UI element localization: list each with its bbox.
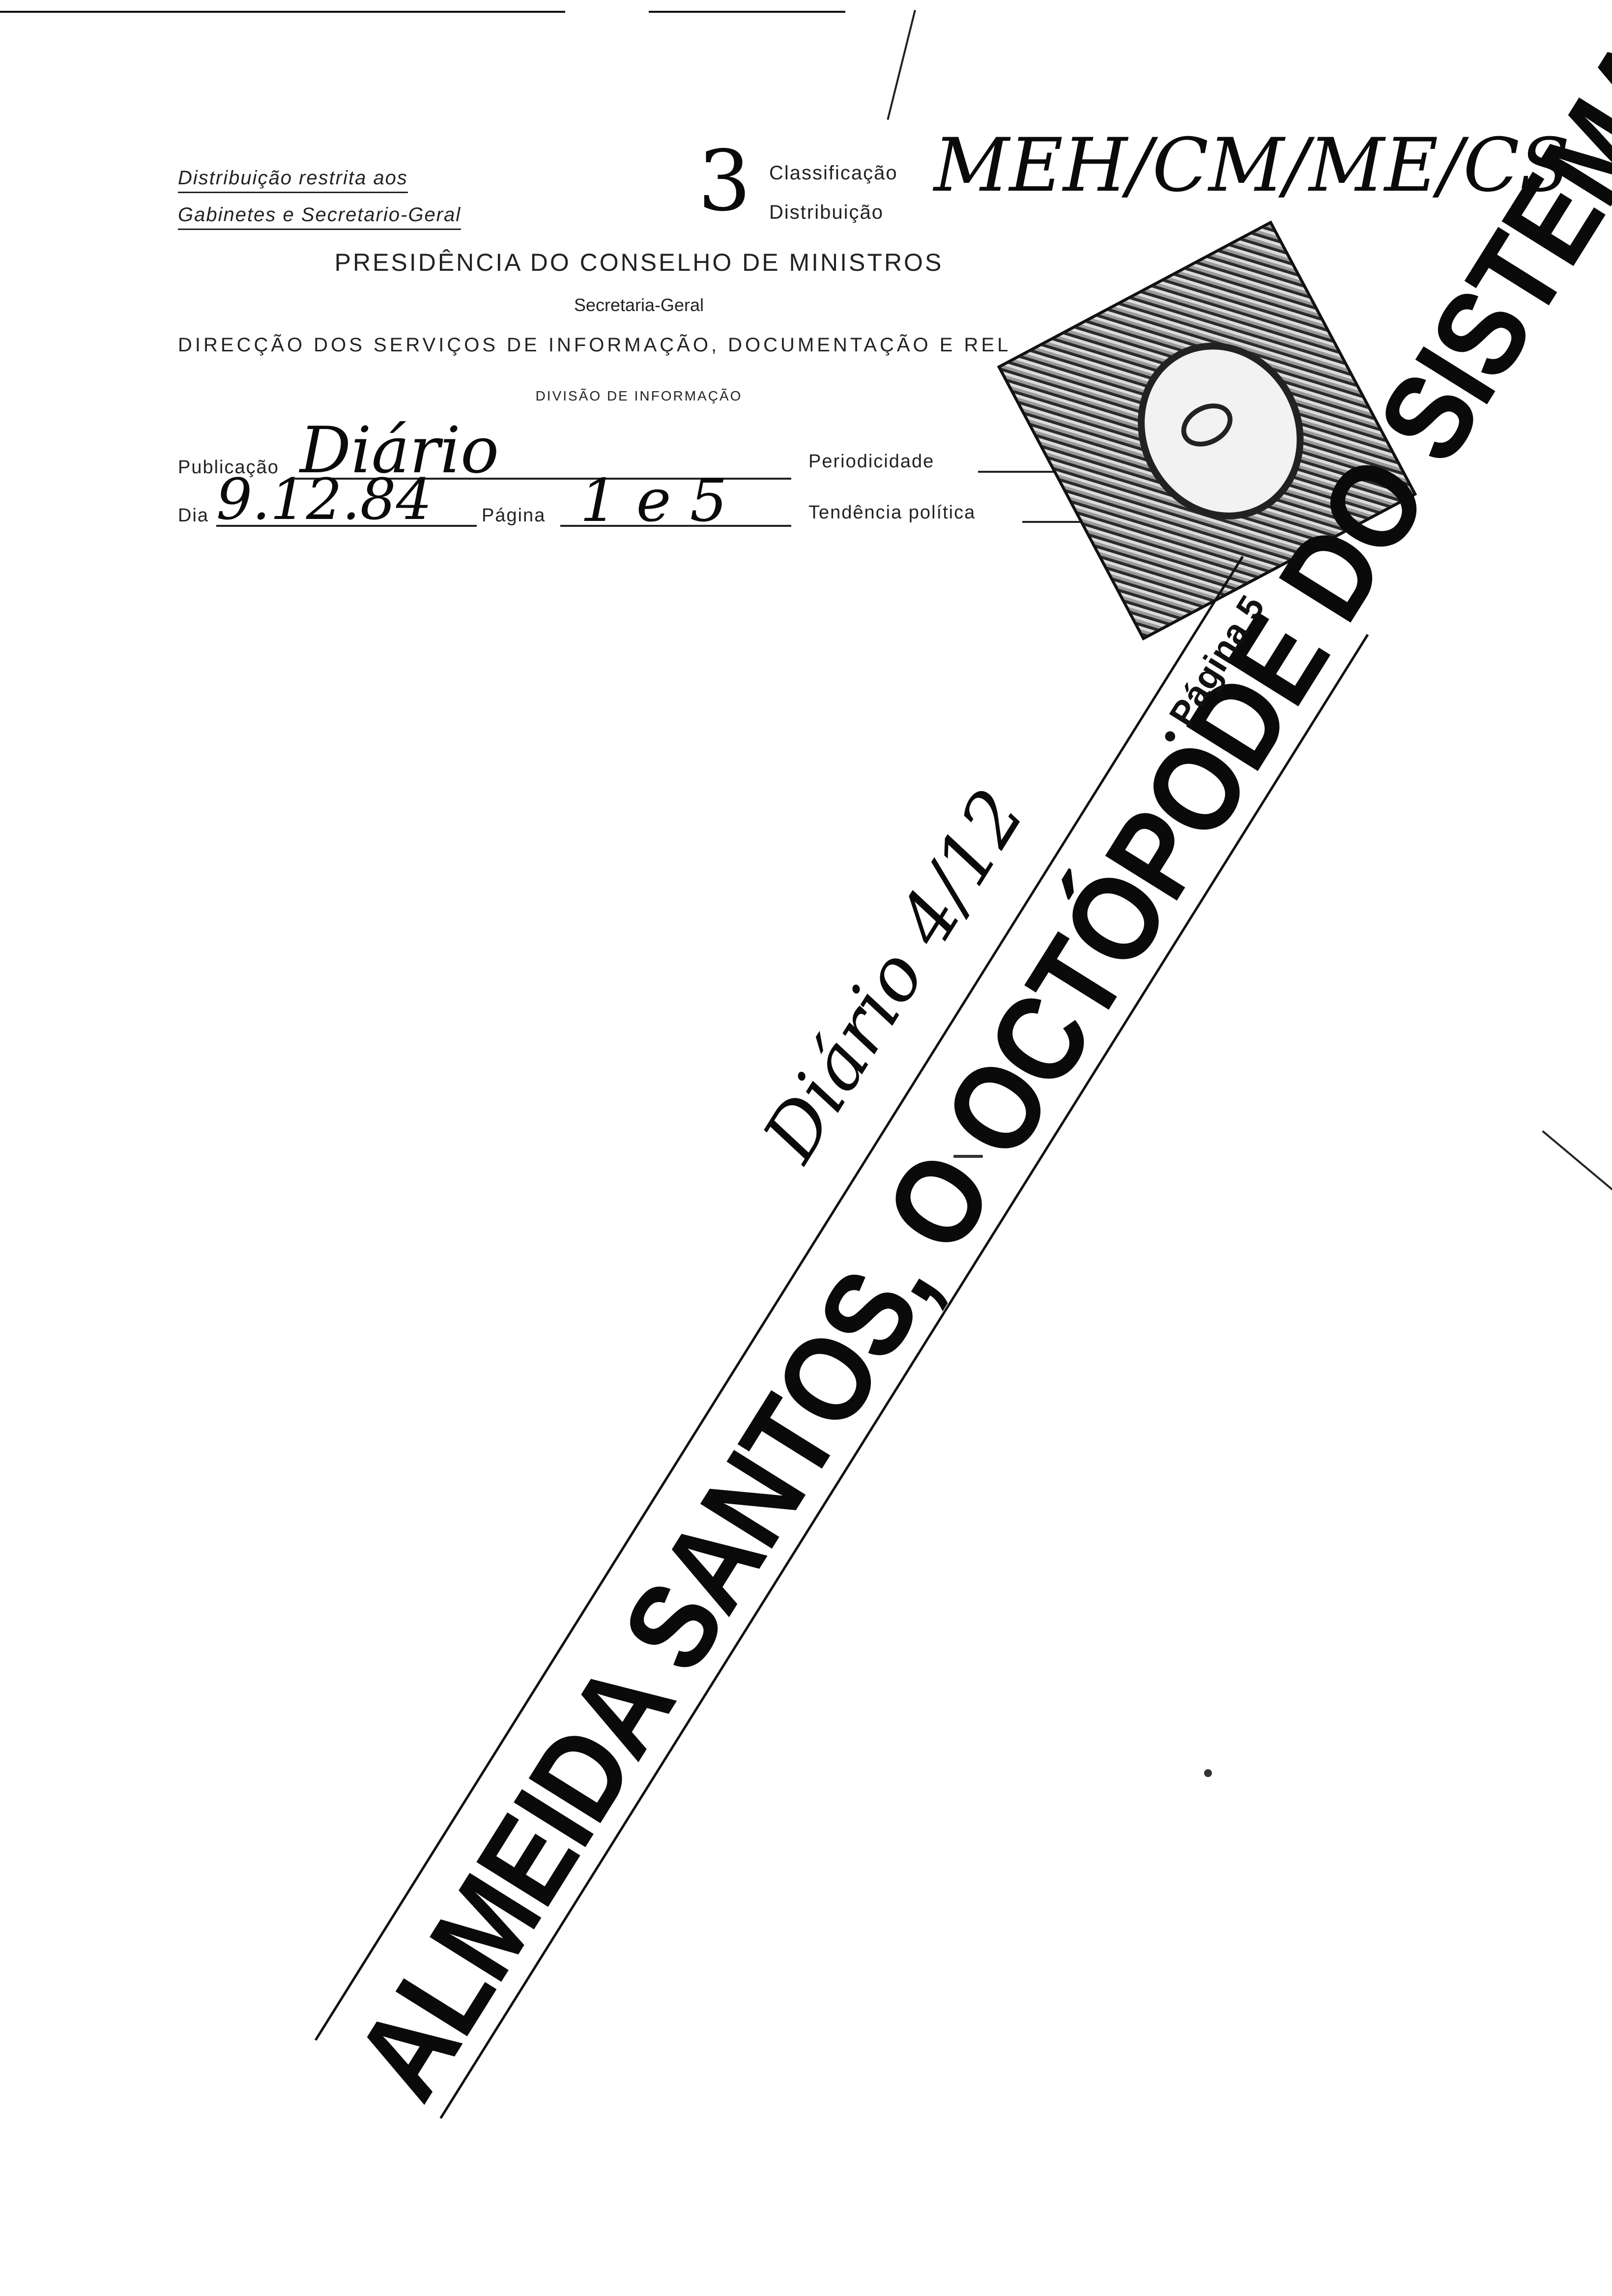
institution-title: PRESIDÊNCIA DO CONSELHO DE MINISTROS: [334, 249, 944, 276]
distribution-label: Distribuição: [769, 201, 884, 223]
ink-mark: [953, 1155, 983, 1158]
political-tendency-label: Tendência política: [808, 502, 976, 523]
top-rule: [0, 11, 565, 13]
publication-label: Publicação: [178, 457, 279, 478]
division-title: DIVISÃO DE INFORMAÇÃO: [535, 388, 743, 403]
secretariat-title: Secretaria-Geral: [574, 295, 704, 315]
publication-value: Diário: [300, 413, 499, 488]
pen-stroke: [887, 10, 916, 120]
periodicity-label: Periodicidade: [808, 451, 935, 472]
day-label: Dia: [178, 505, 209, 526]
directorate-title: DIRECÇÃO DOS SERVIÇOS DE INFORMAÇÃO, DOC…: [178, 334, 1011, 356]
newspaper-headline-strip: ALMEIDA SANTOS, O OCTÓPODE DO SISTEMA • …: [315, 14, 1612, 2121]
headline-top-rule: [315, 555, 1244, 2041]
top-rule: [649, 11, 845, 13]
headline-bottom-rule: [439, 633, 1369, 2119]
page-rule: [560, 525, 791, 527]
page-label: Página: [482, 505, 546, 526]
page-value: 1 e 5: [580, 467, 727, 535]
headline: ALMEIDA SANTOS, O OCTÓPODE DO SISTEMA: [328, 14, 1612, 2121]
ink-speck: [1204, 1769, 1212, 1777]
distribution-cabinets-text: Gabinetes e Secretario-Geral: [178, 204, 461, 230]
margin-pen-stroke: [1542, 1130, 1612, 1227]
copy-number: 3: [698, 133, 751, 230]
publication-rule: [295, 478, 791, 480]
day-rule: [216, 525, 477, 527]
classification-handwriting: MEH/CM/ME/CS: [934, 123, 1570, 208]
distribution-restricted-text: Distribuição restrita aos: [178, 167, 408, 193]
classification-label: Classificação: [769, 162, 898, 184]
day-value: 9.12.84: [216, 467, 432, 533]
